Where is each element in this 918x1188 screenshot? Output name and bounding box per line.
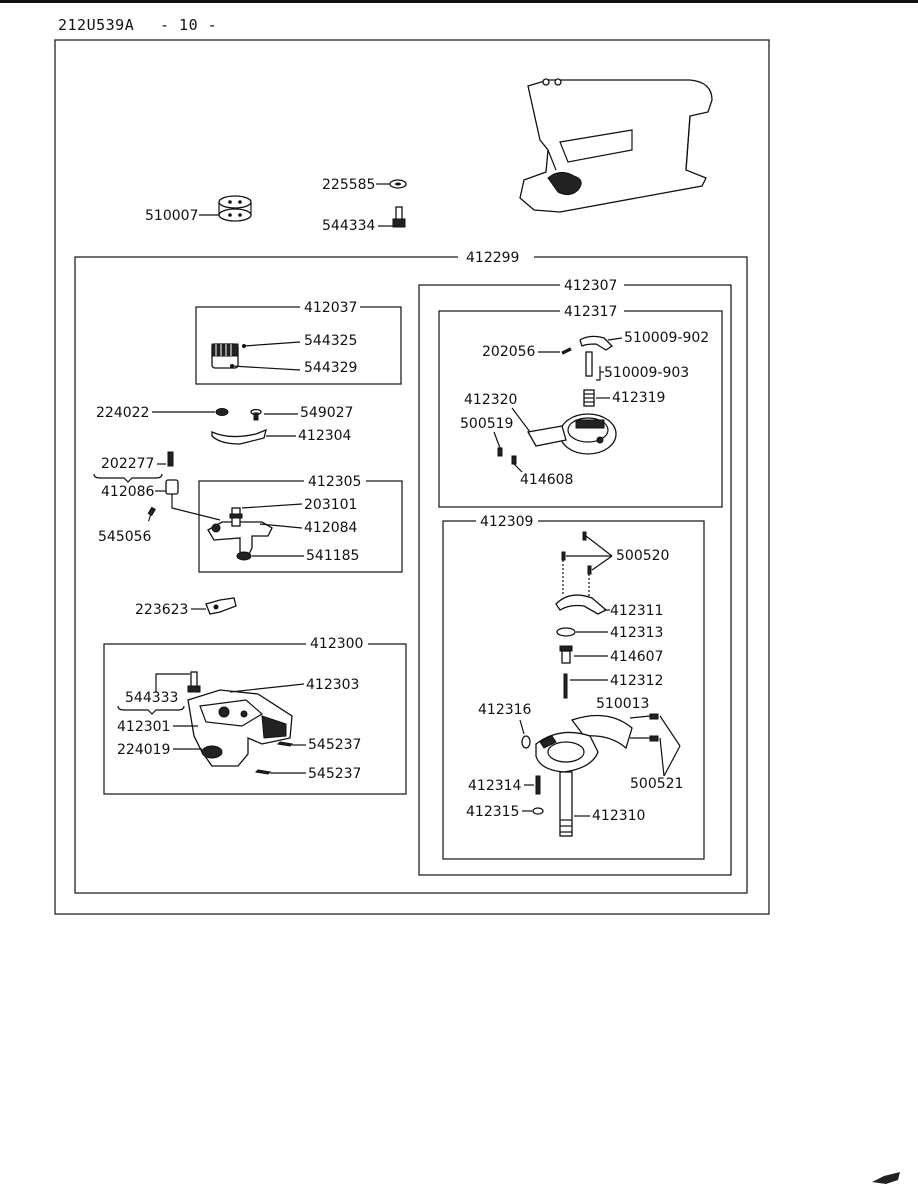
part-545237-lower <box>254 769 272 775</box>
label-412299: 412299 <box>466 250 519 266</box>
label-412315: 412315 <box>466 804 519 820</box>
label-202277: 202277 <box>101 456 154 472</box>
part-412300-body <box>187 689 293 767</box>
label-412312: 412312 <box>610 673 663 689</box>
label-223623: 223623 <box>135 602 188 618</box>
top-rule <box>0 0 918 3</box>
part-412319-spring <box>583 389 595 407</box>
label-510009-903: 510009-903 <box>604 365 689 381</box>
label-412304: 412304 <box>298 428 352 444</box>
part-412305-crank <box>207 507 273 561</box>
label-412309: 412309 <box>480 514 533 530</box>
group-412309-frame <box>442 520 705 860</box>
sewing-machine-illustration <box>519 78 713 213</box>
part-510009-903 <box>585 351 593 377</box>
label-412314: 412314 <box>468 778 522 794</box>
part-224022 <box>215 408 229 416</box>
group-412300-frame <box>103 643 407 795</box>
label-500520: 500520 <box>616 548 669 564</box>
label-412317: 412317 <box>564 304 617 320</box>
svg-text:/: / <box>148 508 153 524</box>
assembly-412299-frame <box>74 256 748 894</box>
part-414608 <box>511 455 517 465</box>
label-414608: 414608 <box>520 472 573 488</box>
part-412314 <box>535 775 541 795</box>
part-412313 <box>556 627 576 637</box>
group-412037-frame <box>195 306 402 385</box>
label-545056: 545056 <box>98 529 152 545</box>
part-500521-screws <box>649 713 659 742</box>
label-412311: 412311 <box>610 603 663 619</box>
label-549027: 549027 <box>300 405 353 421</box>
part-544333 <box>187 671 201 693</box>
label-412301: 412301 <box>117 719 170 735</box>
label-510007: 510007 <box>145 208 198 224</box>
part-500519 <box>497 447 503 457</box>
outer-frame <box>54 39 770 915</box>
part-500520-screws <box>561 531 592 575</box>
part-202277 <box>167 451 174 467</box>
part-549027 <box>250 408 262 421</box>
label-224019: 224019 <box>117 742 170 758</box>
part-545056 <box>147 506 156 517</box>
label-510009-902: 510009-902 <box>624 330 709 346</box>
part-412312 <box>563 673 568 699</box>
part-412310-hook <box>535 731 599 837</box>
page-number: - 10 - <box>160 16 218 34</box>
label-412313: 412313 <box>610 625 663 641</box>
part-414607 <box>559 645 573 664</box>
label-545237-lower: 545237 <box>308 766 361 782</box>
label-412305: 412305 <box>308 474 361 490</box>
label-541185: 541185 <box>306 548 359 564</box>
label-544329: 544329 <box>304 360 357 376</box>
label-544334: 544334 <box>322 218 376 234</box>
group-412305-frame <box>198 480 403 573</box>
label-412316: 412316 <box>478 702 532 718</box>
label-510013: 510013 <box>596 696 649 712</box>
label-412307: 412307 <box>564 278 617 294</box>
label-412310: 412310 <box>592 808 645 824</box>
label-545237-upper: 545237 <box>308 737 361 753</box>
doc-code: 212U539A <box>58 16 135 34</box>
label-225585: 225585 <box>322 177 375 193</box>
label-224022: 224022 <box>96 405 149 421</box>
label-412037: 412037 <box>304 300 357 316</box>
part-225585: 225585 <box>322 177 407 193</box>
label-414607: 414607 <box>610 649 663 665</box>
label-412320: 412320 <box>464 392 517 408</box>
corner-mark <box>872 1172 900 1184</box>
part-510013 <box>570 714 633 750</box>
part-202056 <box>561 347 572 355</box>
label-544333: 544333 <box>125 690 178 706</box>
label-412319: 412319 <box>612 390 665 406</box>
part-412317-bobbin-case <box>526 413 617 455</box>
part-544334: 544334 <box>322 206 406 234</box>
label-412084: 412084 <box>304 520 358 536</box>
part-412037-gear <box>211 343 239 369</box>
label-412086: 412086 <box>101 484 155 500</box>
label-500521: 500521 <box>630 776 683 792</box>
label-412300: 412300 <box>310 636 363 652</box>
part-412311 <box>555 594 608 615</box>
part-412304 <box>211 428 267 445</box>
part-412315 <box>532 807 544 815</box>
label-500519: 500519 <box>460 416 513 432</box>
label-412303: 412303 <box>306 677 359 693</box>
part-510009-902 <box>579 335 614 351</box>
part-510007: 510007 <box>145 195 252 224</box>
part-412086 <box>165 479 179 495</box>
part-545237-upper <box>276 741 294 747</box>
label-202056: 202056 <box>482 344 536 360</box>
part-412316 <box>521 735 531 749</box>
label-544325: 544325 <box>304 333 357 349</box>
label-203101: 203101 <box>304 497 357 513</box>
part-223623 <box>205 597 237 615</box>
